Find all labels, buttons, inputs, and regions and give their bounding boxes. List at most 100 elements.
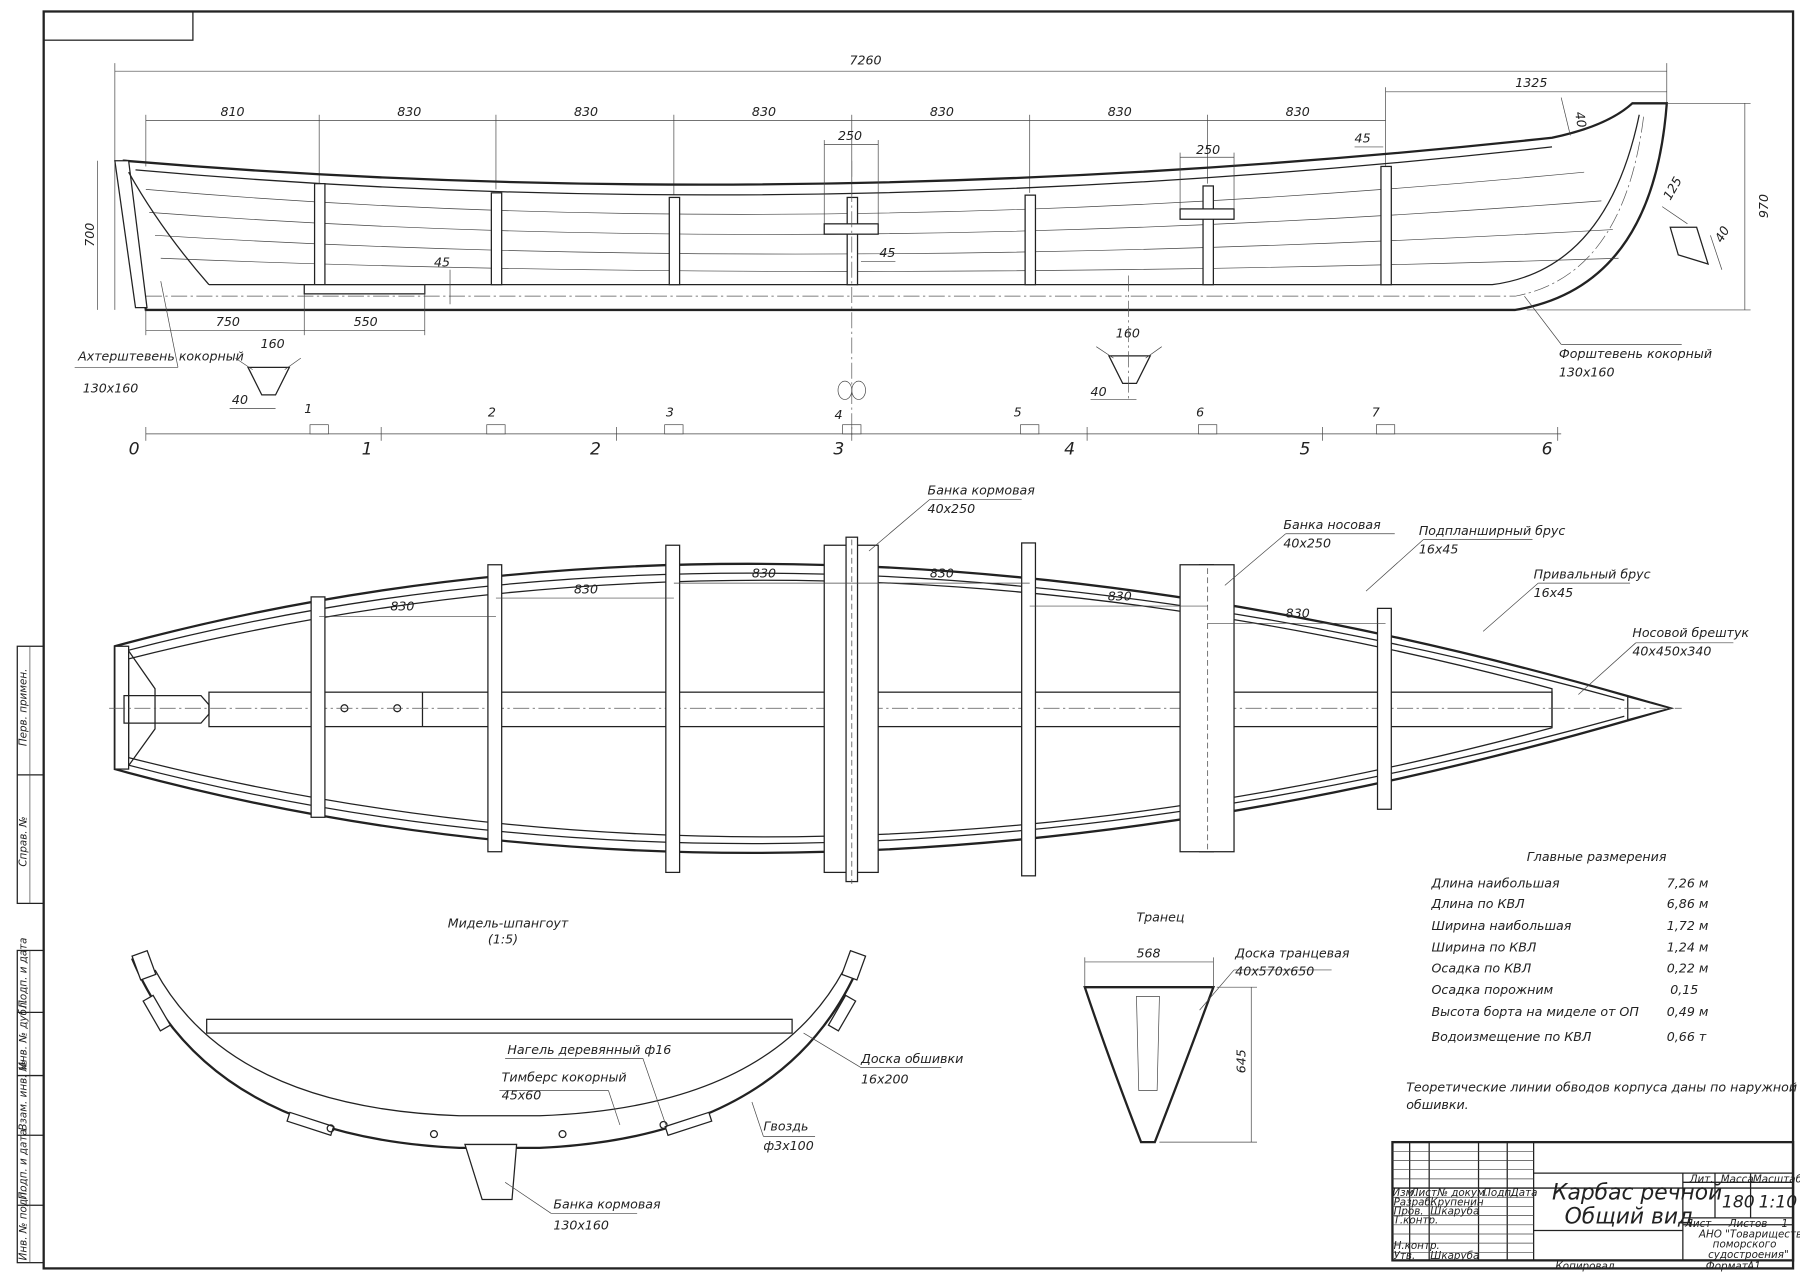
breasthook-size: 40х450х340 <box>1632 643 1711 658</box>
role-prov: Пров. <box>1394 1205 1424 1217</box>
sheet-label: Лист <box>1684 1218 1712 1230</box>
title-block: Изм. Лист № докум. Подп. Дата Разраб. Кр… <box>1391 1140 1800 1273</box>
plan-view: 830 830 830 830 830 830 Банка кормовая 4… <box>109 483 1749 884</box>
scale-label: 0 <box>129 440 140 460</box>
dimension-value: 0,66 т <box>1667 1029 1707 1044</box>
drawing-subtitle: Общий вид <box>1565 1205 1693 1230</box>
gunwale-label: Подпланширный брус <box>1419 523 1566 538</box>
drawing-title: Карбас речной <box>1552 1181 1722 1206</box>
role-nkontr: Н.контр. <box>1394 1240 1440 1252</box>
transom-view: Транец 568 645 Доска транцевая 40х570х65… <box>1083 910 1350 1144</box>
scale-label: 4 <box>1064 440 1075 460</box>
dim-spacing: 830 <box>930 104 954 119</box>
dim-spacing: 830 <box>397 104 421 119</box>
dim-125: 125 <box>1660 174 1685 202</box>
dim-bow-overhang: 1325 <box>1515 75 1547 90</box>
breasthook-label: Носовой брештук <box>1632 625 1749 640</box>
dim-keel-40: 40 <box>1091 384 1107 399</box>
profile-view: 7260 1325 810 830 830 830 830 830 830 <box>74 52 1771 437</box>
dim-45: 45 <box>879 245 895 260</box>
plank-size: 16х200 <box>861 1072 909 1087</box>
col-doc: № докум. <box>1436 1187 1488 1199</box>
role-utv: Утв. <box>1394 1250 1416 1262</box>
bow-thwart-size: 40х250 <box>1283 536 1331 551</box>
dim-overall-length: 7260 <box>849 52 881 67</box>
dim-spacing: 810 <box>220 104 244 119</box>
midship-title: Мидель-шпангоут <box>448 915 569 930</box>
dim-keel-40: 40 <box>232 392 248 407</box>
gunwale-size: 16х45 <box>1419 541 1459 556</box>
plank-label: Доска обшивки <box>860 1051 963 1066</box>
dimension-value: 1,72 м <box>1667 918 1709 933</box>
dim-spacing: 830 <box>1286 606 1310 621</box>
keel-label: Банка кормовая <box>553 1197 661 1212</box>
stem-size: 130х160 <box>1559 365 1615 380</box>
dim-40: 40 <box>1572 110 1590 128</box>
col-sign: Подп. <box>1483 1187 1514 1199</box>
midship-section: Мидель-шпангоут (1:5) Нагель деревянный … <box>131 915 963 1232</box>
stamp-label: Справ. № <box>17 816 29 866</box>
dim-keel-width: 160 <box>261 336 285 351</box>
dimension-value: 0,49 м <box>1667 1004 1709 1019</box>
org-name: судостроения" <box>1708 1249 1789 1261</box>
dimension-label: Ширина по КВЛ <box>1431 940 1536 955</box>
note-text: обшивки. <box>1406 1097 1468 1112</box>
role-razrab: Разраб. <box>1394 1196 1435 1208</box>
dimension-value: 0,15 <box>1670 982 1698 997</box>
org-name: поморского <box>1713 1239 1777 1251</box>
org-name: АНО "Товарищество <box>1698 1228 1800 1240</box>
dimension-value: 6,86 м <box>1667 896 1709 911</box>
dimension-value: 7,26 м <box>1667 875 1709 890</box>
frame-number: 4 <box>835 407 843 422</box>
bow-thwart-label: Банка носовая <box>1283 517 1381 532</box>
dim-spacing: 830 <box>1108 588 1132 603</box>
transom-height: 645 <box>1234 1049 1249 1073</box>
dim-spacing: 830 <box>752 565 776 580</box>
dim-spacing: 830 <box>930 565 954 580</box>
dim-45: 45 <box>434 254 450 269</box>
keel-size: 130х160 <box>553 1217 609 1232</box>
dimension-value: 1,24 м <box>1667 940 1709 955</box>
dim-spacing: 830 <box>390 599 414 614</box>
dimension-value: 0,22 м <box>1667 960 1709 975</box>
name-razrab: Крупенин <box>1430 1196 1484 1208</box>
stem-label: Форштевень кокорный <box>1559 346 1712 361</box>
scale-label: 6 <box>1542 440 1553 460</box>
scale-label: 3 <box>833 440 844 460</box>
stern-thwart-label: Банка кормовая <box>928 483 1036 498</box>
col-date: Дата <box>1510 1187 1538 1199</box>
frame-number: 6 <box>1196 405 1204 420</box>
scale-value: 1:10 <box>1759 1193 1798 1213</box>
scale-label: 2 <box>590 440 601 460</box>
main-dimensions-table: Главные размерения Длина наибольшая 7,26… <box>1406 849 1800 1112</box>
dim-750: 750 <box>216 314 240 329</box>
format-value: А1 <box>1746 1261 1761 1273</box>
col-izm: Изм. <box>1392 1187 1416 1199</box>
transom-title: Транец <box>1136 910 1184 925</box>
main-dimensions-title: Главные размерения <box>1527 849 1667 864</box>
role-tkontr: Т.контр. <box>1394 1215 1439 1227</box>
frame-number: 2 <box>488 405 496 420</box>
station-scale: 1 2 3 4 5 6 7 0 1 2 3 4 5 6 <box>129 401 1562 460</box>
dim-40: 40 <box>1711 223 1732 244</box>
stern-thwart-size: 40х250 <box>928 501 976 516</box>
dim-thwart-width: 250 <box>1196 142 1220 157</box>
stamp-label: Подп. и дата <box>17 1129 29 1199</box>
dimension-label: Ширина наибольшая <box>1431 918 1571 933</box>
stamp-label: Подп. и дата <box>17 937 29 1007</box>
sheets-value: 1 <box>1782 1218 1789 1230</box>
stamp-label: Взам. инв. № <box>17 1061 29 1131</box>
dim-thwart-width: 250 <box>838 128 862 143</box>
dim-spacing: 830 <box>574 581 598 596</box>
timber-size: 45х60 <box>502 1088 542 1103</box>
scale-label: 1 <box>362 440 373 460</box>
nail-label: Гвоздь <box>763 1119 808 1134</box>
trenail-label: Нагель деревянный ф16 <box>507 1042 671 1057</box>
sheet-border <box>42 10 1795 1270</box>
sheets-label: Листов <box>1728 1218 1768 1230</box>
dimension-label: Высота борта на миделе от ОП <box>1431 1004 1639 1019</box>
nail-size: ф3х100 <box>763 1138 813 1153</box>
mass-label: Масса <box>1721 1173 1754 1185</box>
stamp-label: Инв. № дубл. <box>17 999 29 1070</box>
scale-label: Масштаб <box>1753 1173 1800 1185</box>
